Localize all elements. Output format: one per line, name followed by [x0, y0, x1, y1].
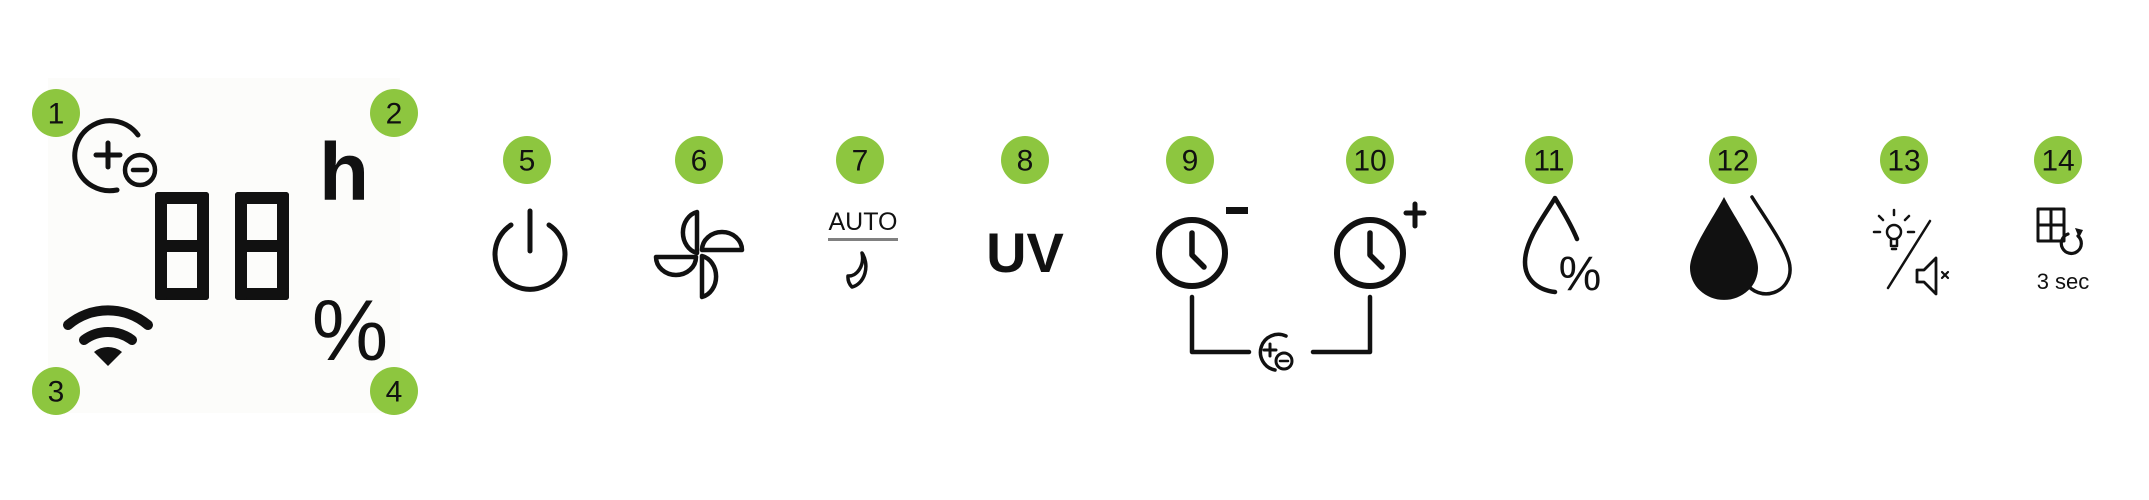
segment-g: [155, 240, 209, 252]
water-drops-icon[interactable]: [1690, 195, 1792, 300]
segment-c: [277, 246, 289, 300]
svg-text:2: 2: [386, 98, 403, 131]
svg-text:11: 11: [1533, 145, 1564, 178]
svg-text:4: 4: [386, 376, 403, 409]
badge-13: 13: [1880, 136, 1928, 184]
svg-text:8: 8: [1017, 145, 1034, 178]
divider-line: [828, 238, 898, 241]
svg-text:5: 5: [519, 145, 536, 178]
segment-f: [155, 192, 167, 246]
auto-label: AUTO: [829, 208, 898, 236]
badge-6: 6: [675, 136, 723, 184]
segment-b: [197, 192, 209, 246]
humidity-percent-icon[interactable]: %: [1522, 195, 1602, 301]
reset-duration-label: 3 sec: [2037, 269, 2090, 294]
timer-plus-icon[interactable]: [1334, 201, 1427, 289]
badge-7: 7: [836, 136, 884, 184]
segment-c: [197, 246, 209, 300]
svg-text:10: 10: [1353, 145, 1386, 178]
plus-minus-icon: [72, 118, 158, 194]
segment-e: [235, 246, 247, 300]
segment-a: [235, 192, 289, 204]
auto-sleep-icon[interactable]: AUTO: [828, 208, 898, 289]
svg-text:7: 7: [852, 145, 869, 178]
badge-10: 10: [1346, 136, 1394, 184]
badge-8: 8: [1001, 136, 1049, 184]
light-mute-icon[interactable]: [1872, 208, 1950, 296]
segment-b: [277, 192, 289, 246]
timer-minus-icon[interactable]: [1156, 207, 1248, 289]
fan-icon[interactable]: [653, 209, 745, 300]
svg-text:1: 1: [48, 98, 65, 131]
svg-text:9: 9: [1182, 145, 1199, 178]
badge-12: 12: [1709, 136, 1757, 184]
power-icon[interactable]: [492, 208, 568, 292]
svg-text:3: 3: [48, 376, 65, 409]
badge-11: 11: [1525, 136, 1573, 184]
badge-5: 5: [503, 136, 551, 184]
badge-3: 3: [32, 367, 80, 415]
digit: [155, 192, 209, 300]
svg-text:12: 12: [1716, 145, 1749, 178]
badge-14: 14: [2034, 136, 2082, 184]
badge-2: 2: [370, 89, 418, 137]
wifi-icon: [63, 305, 153, 366]
svg-text:6: 6: [691, 145, 708, 178]
filter-reset-icon[interactable]: 3 sec: [2036, 207, 2090, 294]
badge-9: 9: [1166, 136, 1214, 184]
digit: [235, 192, 289, 300]
seven-segment-readout: [155, 192, 289, 300]
segment-d: [235, 288, 289, 300]
segment-e: [155, 246, 167, 300]
svg-text:14: 14: [2041, 145, 2074, 178]
segment-d: [155, 288, 209, 300]
badge-4: 4: [370, 367, 418, 415]
percent-unit-label: %: [312, 283, 388, 379]
percent-label: %: [1559, 248, 1602, 301]
hours-unit-label: h: [319, 127, 369, 218]
segment-g: [235, 240, 289, 252]
svg-text:13: 13: [1887, 145, 1920, 178]
timer-adjust-connector: [1189, 294, 1373, 372]
segment-f: [235, 192, 247, 246]
segment-a: [155, 192, 209, 204]
badge-1: 1: [32, 89, 80, 137]
uv-label[interactable]: UV: [986, 221, 1064, 284]
